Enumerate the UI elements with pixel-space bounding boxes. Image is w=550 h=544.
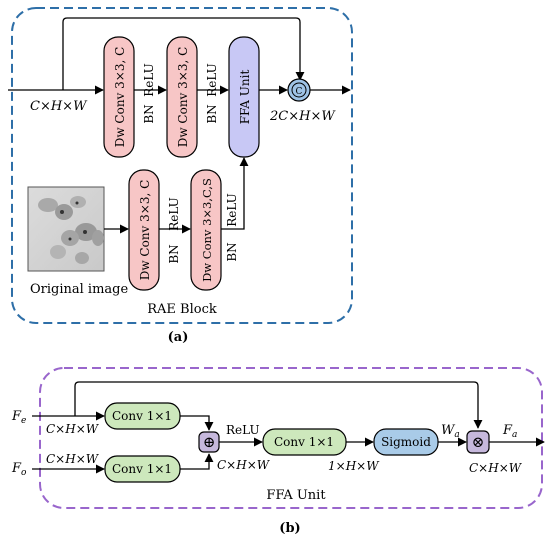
conv-box-b-label: Conv 1×1 (112, 462, 172, 476)
top-dwconv-2-label: Dw Conv 3×3, C (176, 47, 190, 148)
arrow-conv-b-to-add (180, 453, 214, 470)
conv-box-c-label: Conv 1×1 (274, 435, 334, 449)
relu-label-a4: ReLU (225, 193, 239, 227)
bn-label-a3: BN (167, 244, 181, 263)
ffa-unit-label: FFA Unit (238, 70, 252, 125)
caption-b: (b) (279, 521, 300, 536)
bn-label-a2: BN (205, 104, 219, 123)
top-dwconv-1-label: Dw Conv 3×3, C (113, 47, 127, 148)
relu-label-a2: ReLU (205, 63, 219, 97)
ffa-unit-title: FFA Unit (266, 488, 326, 503)
add-symbol: ⊕ (203, 433, 216, 451)
sigmoid-label: Sigmoid (381, 435, 431, 449)
bottom-dwconv-1 (128, 169, 160, 291)
bottom-dwconv-2 (190, 169, 222, 291)
add-dim-label: C×H×W (217, 458, 271, 472)
skip-connection-b (74, 381, 483, 429)
fa-label: Fa (502, 423, 517, 440)
relu-label-a3: ReLU (167, 197, 181, 231)
mult-symbol: ⊗ (472, 433, 485, 451)
caption-a: (a) (168, 330, 189, 345)
skip-connection-a (62, 17, 305, 90)
relu-label-a1: ReLU (142, 63, 156, 97)
bottom-dwconv-1-label: Dw Conv 3×3, C (138, 180, 152, 281)
arrow-conv-a-to-add (180, 415, 214, 431)
output-dim-label: 2C×H×W (269, 109, 336, 124)
rae-block-title: RAE Block (147, 302, 217, 317)
wa-label: Wa (441, 423, 460, 440)
fo-label: Fo (11, 461, 27, 478)
relu-label-b: ReLU (226, 423, 260, 437)
bn-label-a4: BN (225, 242, 239, 261)
ffa-unit-box (228, 36, 260, 158)
conv-box-a-label: Conv 1×1 (112, 409, 172, 423)
top-dwconv-2 (166, 36, 198, 158)
fe-label: Fe (11, 409, 26, 426)
original-image (27, 186, 105, 272)
sigmoid-dim-label: 1×H×W (328, 459, 380, 473)
concat-ring (291, 82, 307, 98)
bottom-dwconv-2-label: Dw Conv 3×3,C,S (200, 178, 214, 282)
fe-dim-label: C×H×W (46, 422, 100, 436)
original-image-label: Original image (30, 282, 128, 297)
concat-symbol: C (296, 87, 303, 97)
top-dwconv-1 (103, 36, 135, 158)
input-dim-label: C×H×W (30, 99, 88, 114)
rae-block-border (11, 7, 353, 324)
fo-dim-label: C×H×W (46, 452, 100, 466)
output-dim-label-b: C×H×W (469, 461, 523, 475)
arrow-bottom-to-ffa (221, 157, 249, 230)
bn-label-a1: BN (142, 104, 156, 123)
